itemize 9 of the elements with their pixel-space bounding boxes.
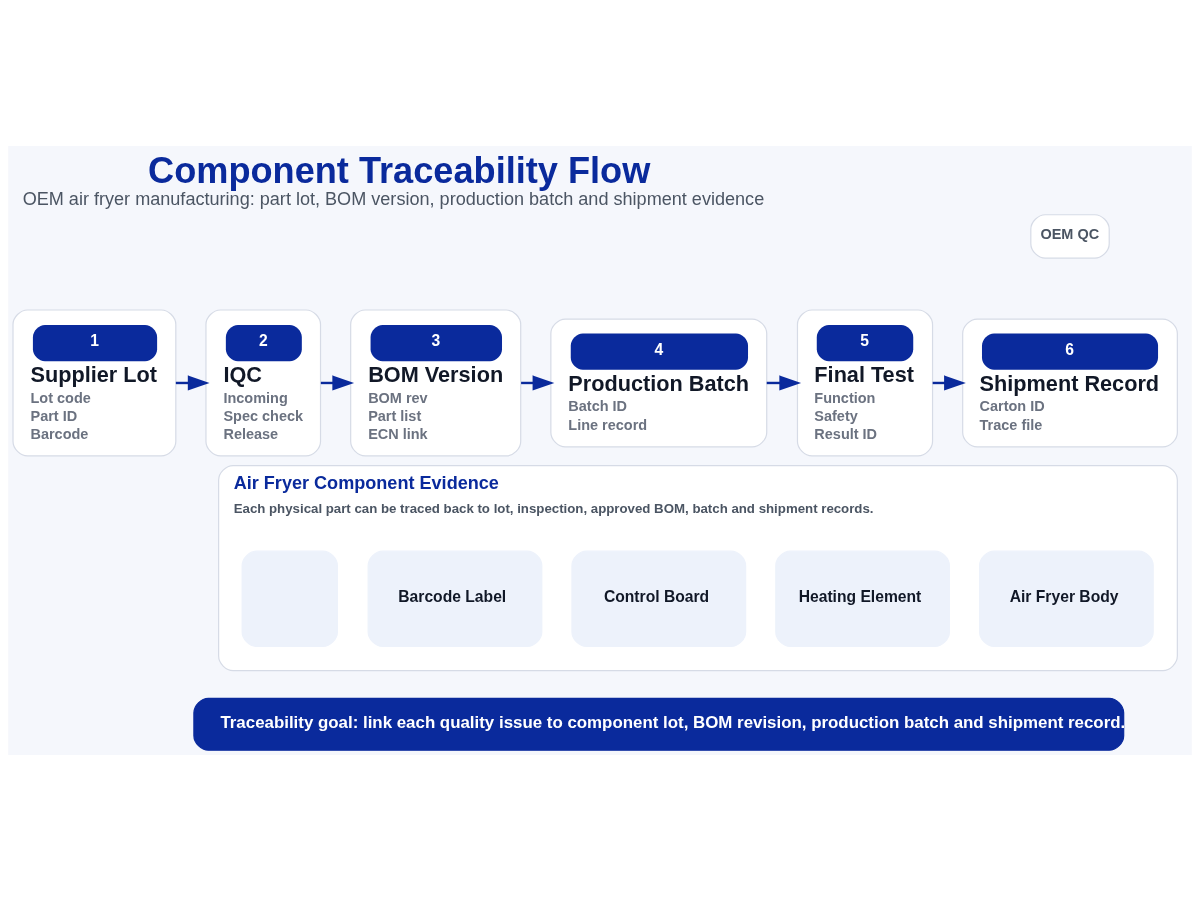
node-box: 4 Production Batch Batch ID Line record (550, 317, 768, 447)
diagram-title: Component Traceability Flow (148, 149, 651, 191)
node-box: 3 BOM Version BOM rev Part list ECN link (350, 308, 522, 457)
node-box: Traceability goal: link each quality issue to component lot, BOM revision, production batch and shipment record. (193, 697, 1125, 751)
node-box: 2 IQC Incoming Spec check Release (205, 308, 322, 457)
node-box: 1 Supplier Lot Lot code Part ID Barcode (12, 308, 177, 457)
node-box: 6 Shipment Record Carton ID Trace file (962, 317, 1178, 447)
label: OEM QC (1040, 225, 1100, 242)
node-box: 5 Final Test Function Safety Result ID (796, 308, 934, 457)
